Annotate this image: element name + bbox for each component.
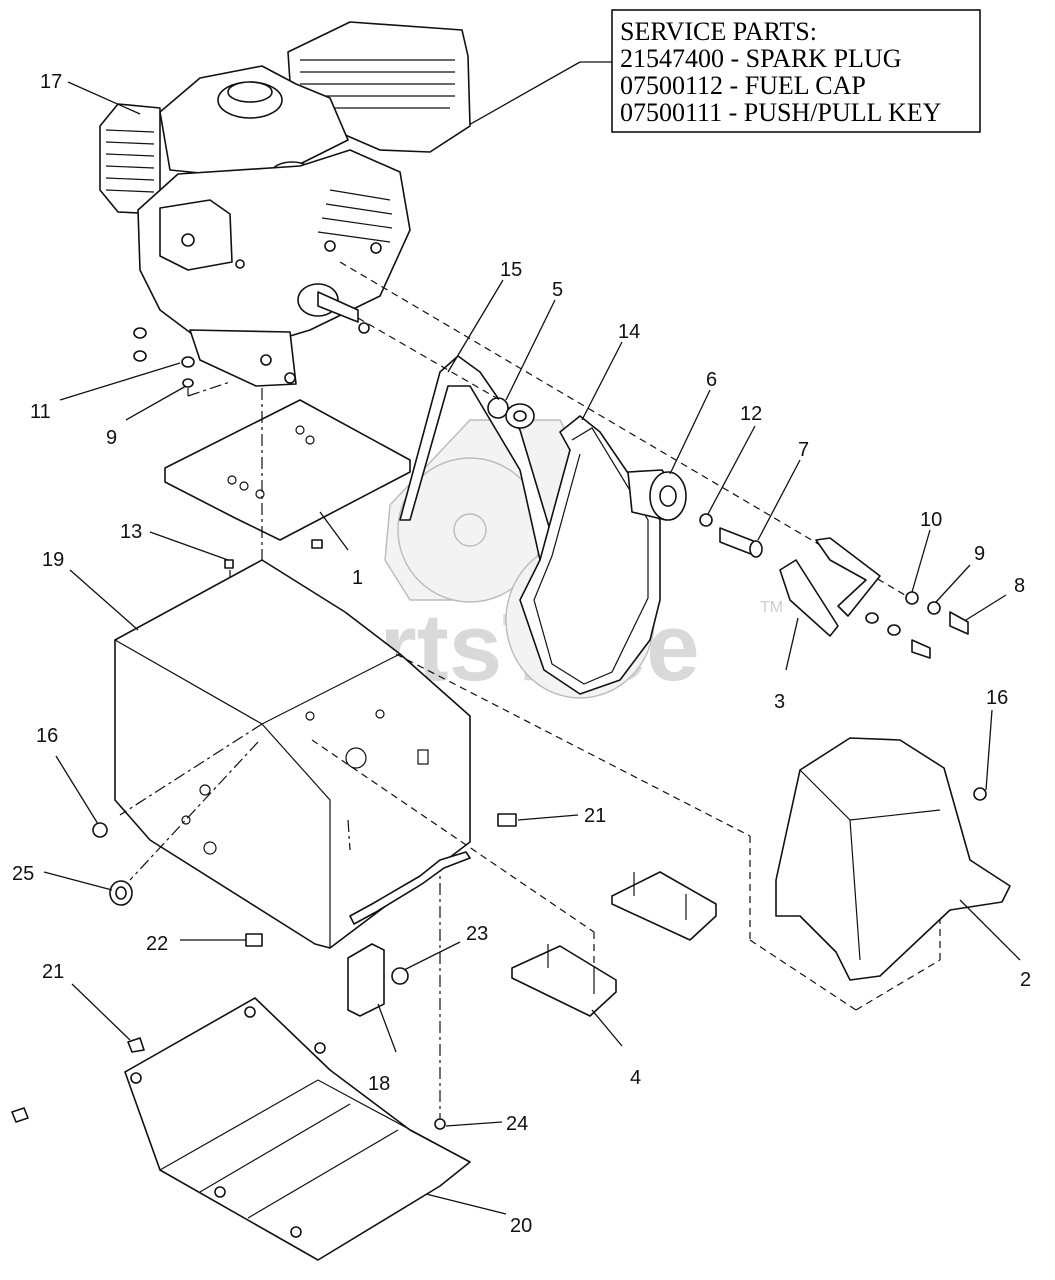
bracket-18 [347,943,409,1017]
service-parts-title: SERVICE PARTS: [620,17,817,46]
plate-1 [164,399,411,549]
callout-9: 9 [106,427,117,449]
service-part-line: 07500112 - FUEL CAP [620,71,866,100]
belt-pulley-group [384,355,763,699]
leader-lines [43,81,1021,1215]
callout-2: 2 [1020,969,1031,991]
callout-3: 3 [774,691,785,713]
belt-guide-hardware [779,537,969,659]
service-part-line: 07500111 - PUSH/PULL KEY [620,98,942,127]
axis-lines [339,261,911,599]
callout-4: 4 [630,1067,641,1089]
skid-plates-4 [511,871,717,1017]
callout-8: 8 [1014,575,1025,597]
callout-21: 21 [42,961,64,983]
callout-6: 6 [706,369,717,391]
callout-18: 18 [368,1073,390,1095]
callout-9: 9 [974,543,985,565]
service-part-line: 21547400 - SPARK PLUG [620,44,901,73]
engine-assembly [99,21,471,387]
callout-16: 16 [986,687,1008,709]
callout-10: 10 [920,509,942,531]
callout-19: 19 [42,549,64,571]
engine-hardware [133,327,231,397]
callout-13: 13 [120,521,142,543]
callout-24: 24 [506,1113,528,1135]
callout-7: 7 [798,439,809,461]
callout-17: 17 [40,71,62,93]
connector-lines [311,653,941,1120]
belt-cover-2 [775,737,1011,981]
callout-22: 22 [146,933,168,955]
callout-11: 11 [30,401,51,423]
callout-25: 25 [12,863,34,885]
callout-23: 23 [466,923,488,945]
service-parts-box: SERVICE PARTS: 21547400 - SPARK PLUG 075… [459,9,981,133]
watermark-tm: TM [760,599,783,616]
callout-14: 14 [618,321,640,343]
callout-1: 1 [352,567,363,589]
callout-20: 20 [510,1215,532,1237]
callout-5: 5 [552,279,563,301]
callouts: 17 15 5 14 6 12 7 11 9 1 13 19 10 9 8 3 … [12,71,1031,1237]
callout-16: 16 [36,725,58,747]
callout-12: 12 [740,403,762,425]
misc-hardware [11,559,517,1123]
callout-21: 21 [584,805,606,827]
callout-15: 15 [500,259,522,281]
shift-rod [349,851,471,925]
bottom-cover-20 [124,997,471,1261]
